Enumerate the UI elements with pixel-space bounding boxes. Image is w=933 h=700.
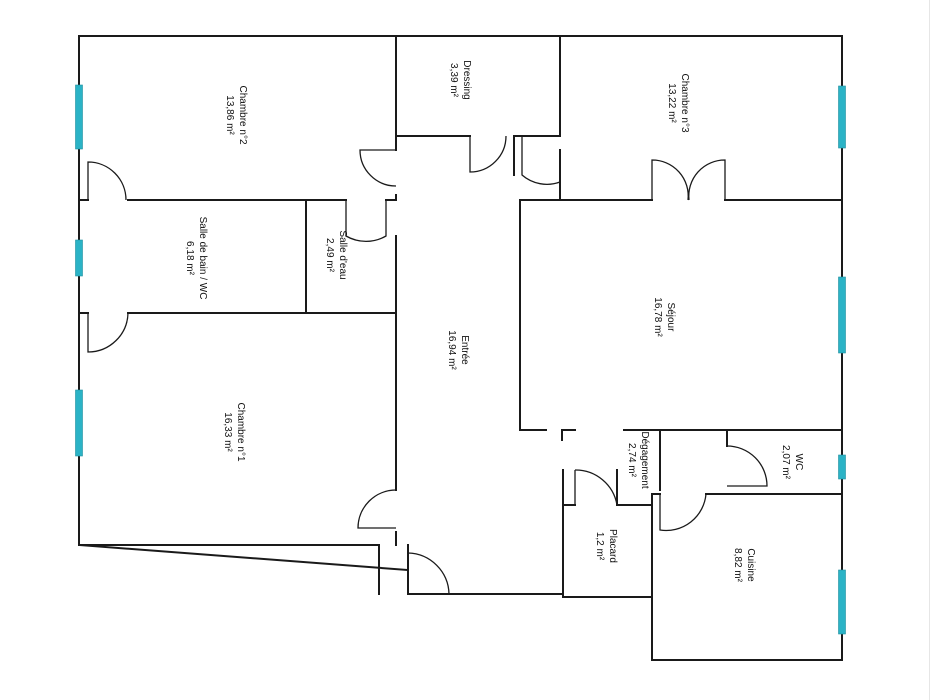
window-cuisine <box>838 569 846 635</box>
room-entree: Entrée 16,94 m² <box>446 330 470 370</box>
room-name: Séjour <box>665 303 676 333</box>
room-area: 16,33 m² <box>222 412 233 452</box>
window-chambre3 <box>838 85 846 149</box>
door-dressing <box>469 135 507 173</box>
room-salle-eau: Salle d'eau 2,49 m² <box>324 230 348 279</box>
room-chambre1: Chambre n°1 16,33 m² <box>222 402 246 461</box>
room-cuisine: Cuisine 8,82 m² <box>732 548 756 583</box>
door-wc <box>726 445 768 487</box>
room-area: 6,18 m² <box>184 241 195 276</box>
room-name: Salle d'eau <box>337 230 348 279</box>
room-area: 13,86 m² <box>224 95 235 135</box>
room-area: 16,78 m² <box>652 297 663 337</box>
room-wc: WC 2,07 m² <box>780 445 804 480</box>
page-edge-line <box>929 0 930 700</box>
room-name: Chambre n°3 <box>679 73 690 132</box>
room-salle-de-bain: Salle de bain / WC 6,18 m² <box>184 217 208 300</box>
door-c3-side <box>521 136 561 185</box>
window-chambre1 <box>75 389 83 457</box>
room-area: 2,74 m² <box>626 443 637 478</box>
door-chambre3-a <box>651 159 689 201</box>
room-name: Cuisine <box>745 548 756 582</box>
door-chambre3-b <box>688 159 726 201</box>
doors <box>87 135 768 595</box>
door-chambre1 <box>357 489 397 529</box>
room-area: 2,49 m² <box>324 238 335 273</box>
window-sejour <box>838 276 846 354</box>
window-wc <box>838 454 846 480</box>
room-labels: Chambre n°2 13,86 m² Dressing 3,39 m² Ch… <box>184 60 804 582</box>
room-sejour: Séjour 16,78 m² <box>652 297 676 337</box>
room-dressing: Dressing 3,39 m² <box>448 60 472 99</box>
door-chambre2-entree <box>359 149 397 187</box>
room-chambre3: Chambre n°3 13,22 m² <box>666 73 690 132</box>
room-chambre2: Chambre n°2 13,86 m² <box>224 85 248 144</box>
room-name: Salle de bain / WC <box>197 217 208 300</box>
door-cuisine <box>659 493 707 532</box>
room-area: 13,22 m² <box>666 83 677 123</box>
room-name: Chambre n°1 <box>235 402 246 461</box>
room-name: Entrée <box>459 335 470 365</box>
window-sdb <box>75 239 83 277</box>
outer-wall-bottom-left <box>78 544 380 595</box>
room-name: Dégagement <box>639 431 650 488</box>
door-placard <box>574 469 618 506</box>
room-placard: Placard 1,2 m² <box>594 529 618 563</box>
windows <box>75 84 846 635</box>
room-name: WC <box>793 454 804 471</box>
door-salle-eau <box>345 200 387 243</box>
window-chambre2 <box>75 84 83 150</box>
room-area: 3,39 m² <box>448 63 459 98</box>
room-area: 16,94 m² <box>446 330 457 370</box>
door-chambre2 <box>87 161 127 201</box>
room-name: Placard <box>607 529 618 563</box>
door-sdb <box>87 312 129 353</box>
room-name: Chambre n°2 <box>237 85 248 144</box>
room-area: 1,2 m² <box>594 532 605 561</box>
room-area: 8,82 m² <box>732 548 743 583</box>
room-degagement: Dégagement 2,74 m² <box>626 431 650 488</box>
walls <box>78 35 843 661</box>
room-area: 2,07 m² <box>780 445 791 480</box>
room-name: Dressing <box>461 60 472 99</box>
door-entree-main <box>407 552 450 595</box>
